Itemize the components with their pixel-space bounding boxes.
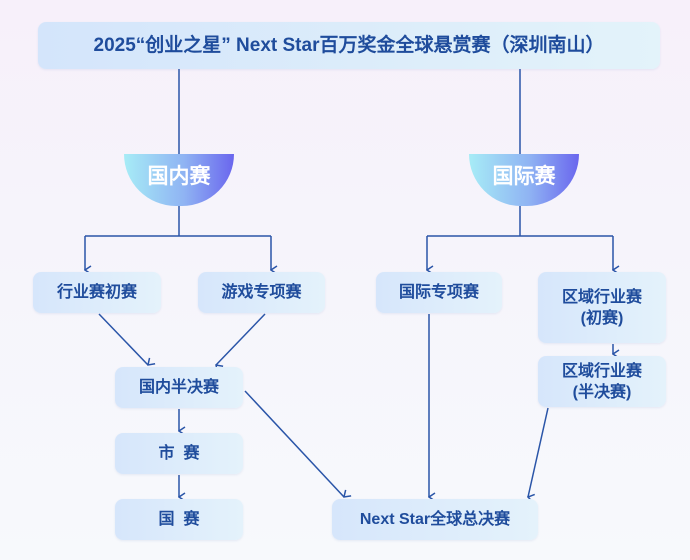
node-industry-prelim: 行业赛初赛 [33, 272, 161, 313]
node-intl-special: 国际专项赛 [376, 272, 502, 313]
node-regional-semi-line1: 区域行业赛 [561, 362, 642, 380]
node-global-final: Next Star全球总决赛 [332, 499, 538, 540]
node-regional-prelim-line1: 区域行业赛 [561, 288, 642, 306]
node-city: 市 赛 [115, 433, 243, 474]
arrow-industry-to-semi [98, 313, 148, 365]
node-regional-prelim: 区域行业赛 (初赛) [538, 272, 666, 343]
node-game-special: 游戏专项赛 [198, 272, 325, 313]
node-regional-semi: 区域行业赛 (半决赛) [538, 356, 666, 407]
arrow-domestic-semi-to-final [244, 390, 344, 497]
node-regional-prelim-line2: (初赛) [580, 309, 624, 327]
competition-title: 2025“创业之星” Next Star百万奖金全球悬赏赛（深圳南山） [38, 22, 660, 69]
node-domestic-semi: 国内半决赛 [115, 367, 243, 408]
node-regional-semi-line2: (半决赛) [572, 383, 632, 401]
arrow-game-to-semi [216, 313, 266, 365]
arrow-regional-semi-to-final [528, 407, 549, 497]
node-national: 国 赛 [115, 499, 243, 540]
